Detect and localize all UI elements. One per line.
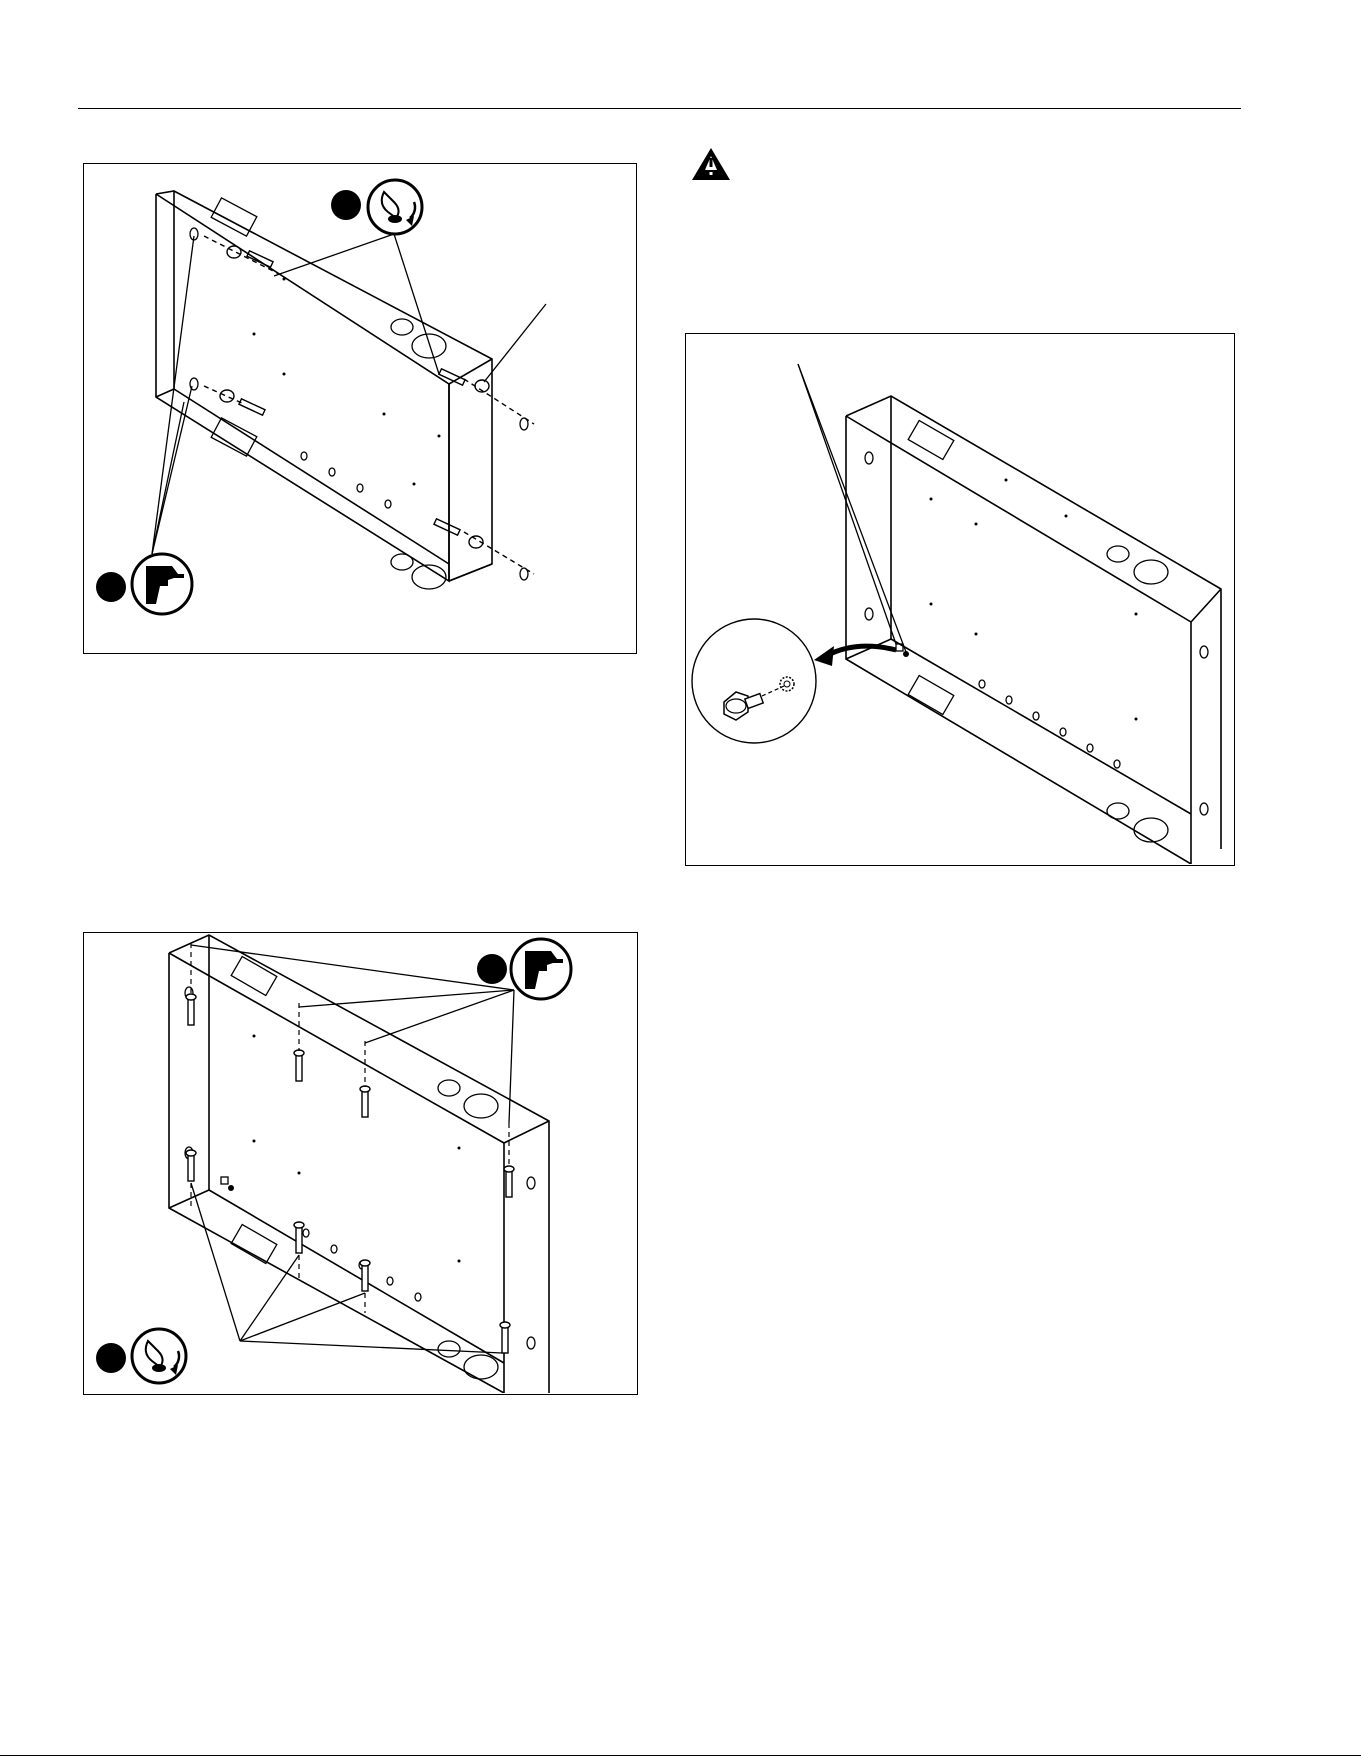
ground-screw-detail [692,619,816,743]
wrench-icon [96,1329,186,1383]
wrench-icon [331,180,422,234]
footer-rule [0,1755,1361,1756]
box-back-panel [156,194,449,581]
drill-icon [477,939,571,999]
header-rule [78,108,1241,109]
figure-3 [83,932,638,1395]
figure-2 [685,333,1235,866]
warning-triangle-icon [690,146,732,182]
drill-icon [96,554,192,614]
figure-1 [83,163,637,654]
